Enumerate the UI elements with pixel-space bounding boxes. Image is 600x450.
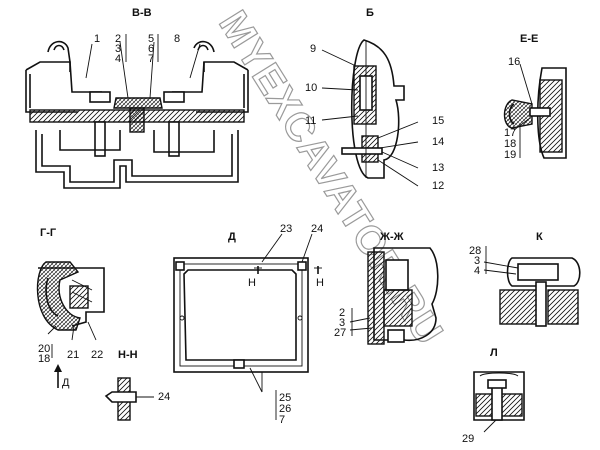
- section-gg: Г-Г 20 18 21 22 Д: [36, 227, 105, 389]
- section-vv: В-В 1 2 3 4 5 6 7 8: [25, 7, 249, 189]
- section-nn: Н-Н 24: [104, 349, 170, 421]
- zhzh-label-2: 2: [339, 307, 345, 319]
- view-l-title: Л: [490, 347, 498, 359]
- k-label-3: 3: [474, 255, 480, 267]
- l-label-29: 29: [462, 433, 474, 445]
- b-label-11: 11: [305, 115, 316, 127]
- d-label-26: 26: [279, 403, 291, 415]
- d-label-7: 7: [279, 414, 285, 426]
- gg-arrow-label: Д: [62, 377, 70, 389]
- view-d-title: Д: [228, 231, 236, 243]
- vv-label-4: 4: [115, 53, 121, 65]
- section-ee: Е-Е 16 17 18 19: [503, 33, 567, 161]
- section-nn-title: Н-Н: [118, 349, 138, 361]
- view-k: К 28 3 4: [469, 231, 581, 327]
- section-zhzh-title: Ж-Ж: [379, 231, 404, 243]
- section-zhzh: Ж-Ж 2 3 27: [334, 231, 439, 345]
- watermark-text: MYEXCAVATOR.RU: [210, 3, 451, 352]
- vv-label-7: 7: [148, 53, 154, 65]
- view-l: Л 29: [462, 347, 525, 445]
- b-label-15: 15: [432, 115, 444, 127]
- gg-label-18: 18: [38, 353, 50, 365]
- k-label-28: 28: [469, 245, 481, 257]
- b-label-9: 9: [310, 43, 316, 55]
- ee-label-18: 18: [504, 138, 516, 150]
- view-d: Д Н Н 23 24 25 26 7: [173, 223, 324, 426]
- d-label-25: 25: [279, 392, 291, 404]
- vv-label-2: 2: [115, 33, 121, 45]
- gg-label-21: 21: [67, 349, 79, 361]
- ee-label-17: 17: [504, 127, 516, 139]
- b-label-12: 12: [432, 180, 444, 192]
- view-k-title: К: [536, 231, 543, 243]
- gg-label-20: 20: [38, 343, 50, 355]
- ee-label-19: 19: [504, 149, 516, 161]
- ee-label-16: 16: [508, 56, 520, 68]
- section-b-title: Б: [366, 7, 374, 19]
- b-label-13: 13: [432, 162, 444, 174]
- zhzh-label-3: 3: [339, 317, 345, 329]
- d-label-24: 24: [311, 223, 323, 235]
- d-cut-label-right: Н: [316, 277, 324, 289]
- d-label-23: 23: [280, 223, 292, 235]
- section-gg-title: Г-Г: [40, 227, 57, 239]
- section-vv-title: В-В: [132, 7, 152, 19]
- nn-label-24: 24: [158, 391, 170, 403]
- gg-label-22: 22: [91, 349, 103, 361]
- k-label-4: 4: [474, 265, 480, 277]
- d-cut-label-left: Н: [248, 277, 256, 289]
- section-b: Б 9 10 11 15 14 13 12: [305, 7, 444, 192]
- vv-label-3: 3: [115, 43, 121, 55]
- vv-label-6: 6: [148, 43, 154, 55]
- vv-label-1: 1: [94, 33, 100, 45]
- section-ee-title: Е-Е: [520, 33, 538, 45]
- zhzh-label-27: 27: [334, 327, 346, 339]
- vv-label-5: 5: [148, 33, 154, 45]
- b-label-10: 10: [305, 82, 317, 94]
- b-label-14: 14: [432, 136, 444, 148]
- vv-label-8: 8: [174, 33, 180, 45]
